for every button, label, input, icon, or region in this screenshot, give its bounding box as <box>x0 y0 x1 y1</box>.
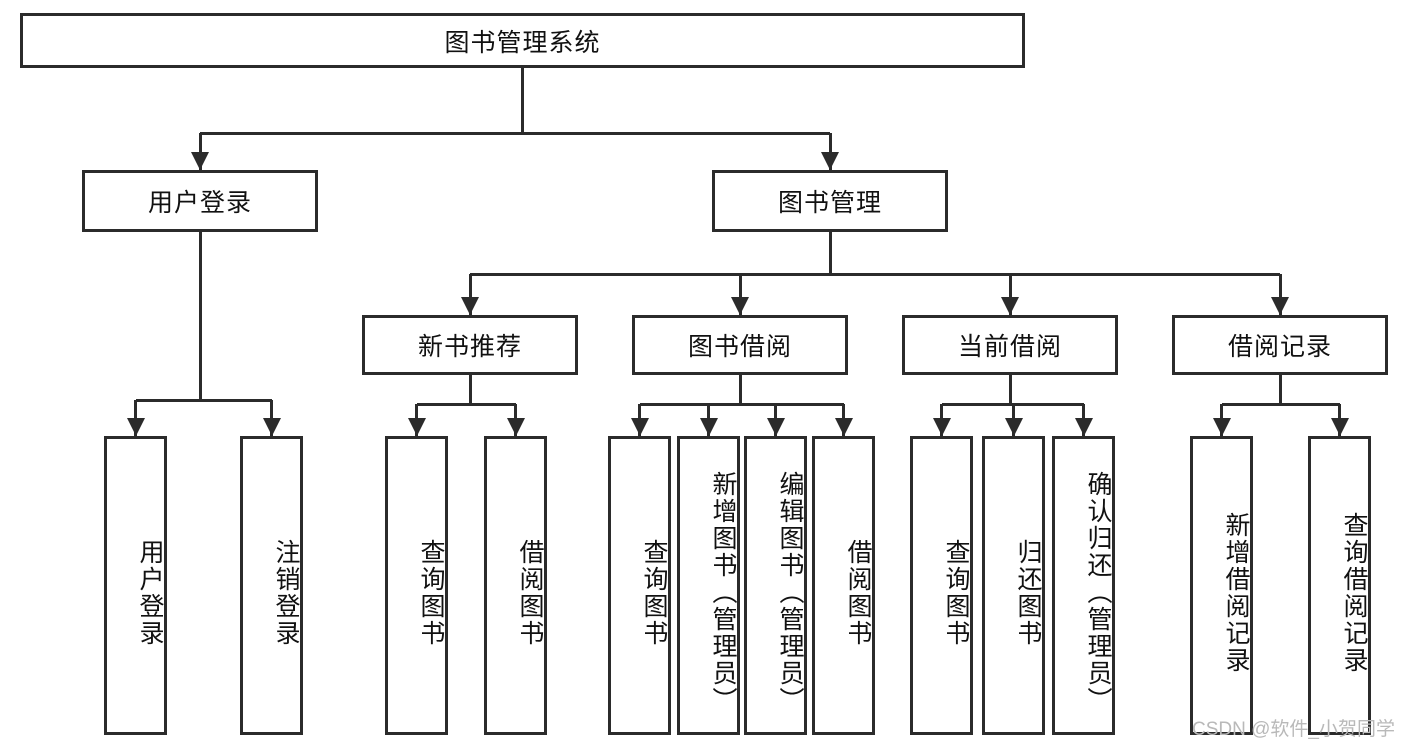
node-label: 用户登录 <box>136 538 164 647</box>
connector-bus-c-records <box>1221 402 1340 406</box>
node-leaf-logout: 注销登录 <box>240 436 303 735</box>
node-leaf-c-return: 归还图书 <box>982 436 1045 735</box>
arrowhead-c-root-0 <box>191 152 209 170</box>
node-label: 查询图书 <box>417 538 445 647</box>
connector-bus-c-bookmgmt <box>470 272 1280 276</box>
arrowhead-c-bookmgmt-0 <box>461 297 479 315</box>
connector-bus-c-borrow <box>639 402 844 406</box>
node-label: 新增借阅记录 <box>1222 511 1250 674</box>
connector-drop-c-bookmgmt-3 <box>1278 274 1282 315</box>
arrowhead-c-login-0 <box>126 418 145 436</box>
node-label: 注销登录 <box>272 538 300 647</box>
node-label: 编辑图书（管理员） <box>776 471 804 714</box>
arrowhead-c-newbooks-0 <box>407 418 426 436</box>
node-leaf-login: 用户登录 <box>104 436 167 735</box>
node-leaf-nb-query: 查询图书 <box>385 436 448 735</box>
connector-stem-c-root <box>521 68 524 133</box>
arrowhead-c-borrow-0 <box>630 418 649 436</box>
arrowhead-c-current-0 <box>932 418 951 436</box>
arrowhead-c-records-1 <box>1330 418 1349 436</box>
node-leaf-b-edit: 编辑图书（管理员） <box>744 436 807 735</box>
node-current: 当前借阅 <box>902 315 1118 375</box>
connector-drop-c-bookmgmt-1 <box>738 274 742 315</box>
node-label: 借阅记录 <box>1227 333 1332 361</box>
arrowhead-c-current-2 <box>1074 418 1093 436</box>
node-leaf-b-borrow: 借阅图书 <box>812 436 875 735</box>
arrowhead-c-borrow-2 <box>766 418 785 436</box>
node-label: 图书管理系统 <box>444 28 601 57</box>
node-label: 借阅图书 <box>844 538 872 647</box>
node-newbooks: 新书推荐 <box>362 315 578 375</box>
node-label: 图书借阅 <box>687 333 792 361</box>
arrowhead-c-borrow-1 <box>699 418 718 436</box>
connector-bus-c-newbooks <box>416 402 516 406</box>
node-label: 用户登录 <box>147 189 252 217</box>
node-bookmgmt: 图书管理 <box>712 170 948 232</box>
node-leaf-r-add: 新增借阅记录 <box>1190 436 1253 735</box>
connector-stem-c-bookmgmt <box>828 232 832 274</box>
node-leaf-b-add: 新增图书（管理员） <box>677 436 740 735</box>
arrowhead-c-login-1 <box>262 418 281 436</box>
connector-drop-c-bookmgmt-2 <box>1008 274 1012 315</box>
arrowhead-c-current-1 <box>1004 418 1023 436</box>
node-label: 确认归还（管理员） <box>1084 471 1112 714</box>
node-label: 查询图书 <box>640 538 668 647</box>
node-label: 查询借阅记录 <box>1340 511 1368 674</box>
node-label: 新增图书（管理员） <box>709 471 737 714</box>
node-records: 借阅记录 <box>1172 315 1388 375</box>
node-label: 新书推荐 <box>417 333 522 361</box>
arrowhead-c-bookmgmt-2 <box>1001 297 1019 315</box>
connector-stem-c-current <box>1008 375 1012 404</box>
connector-drop-c-bookmgmt-0 <box>468 274 472 315</box>
node-borrow: 图书借阅 <box>632 315 848 375</box>
connector-stem-c-newbooks <box>468 375 472 404</box>
connector-stem-c-login <box>198 232 202 400</box>
arrowhead-c-bookmgmt-3 <box>1271 297 1289 315</box>
node-label: 当前借阅 <box>957 333 1062 361</box>
arrowhead-c-newbooks-1 <box>506 418 525 436</box>
node-leaf-nb-borrow: 借阅图书 <box>484 436 547 735</box>
connector-bus-c-root <box>200 131 830 135</box>
node-label: 图书管理 <box>777 189 882 217</box>
node-leaf-b-query: 查询图书 <box>608 436 671 735</box>
connector-drop-c-root-1 <box>828 133 832 170</box>
node-login: 用户登录 <box>82 170 318 232</box>
connector-stem-c-borrow <box>738 375 742 404</box>
node-label: 归还图书 <box>1014 538 1042 647</box>
connector-drop-c-root-0 <box>198 133 202 170</box>
node-root: 图书管理系统 <box>20 13 1025 68</box>
node-leaf-c-query: 查询图书 <box>910 436 973 735</box>
arrowhead-c-borrow-3 <box>834 418 853 436</box>
arrowhead-c-records-0 <box>1212 418 1231 436</box>
node-leaf-c-confirm: 确认归还（管理员） <box>1052 436 1115 735</box>
connector-bus-c-login <box>135 398 272 402</box>
csdn-watermark: CSDN @软件_小贺同学 <box>1192 719 1395 740</box>
arrowhead-c-root-1 <box>821 152 839 170</box>
node-label: 查询图书 <box>942 538 970 647</box>
node-label: 借阅图书 <box>516 538 544 647</box>
arrowhead-c-bookmgmt-1 <box>731 297 749 315</box>
connector-stem-c-records <box>1278 375 1282 404</box>
node-leaf-r-query: 查询借阅记录 <box>1308 436 1371 735</box>
